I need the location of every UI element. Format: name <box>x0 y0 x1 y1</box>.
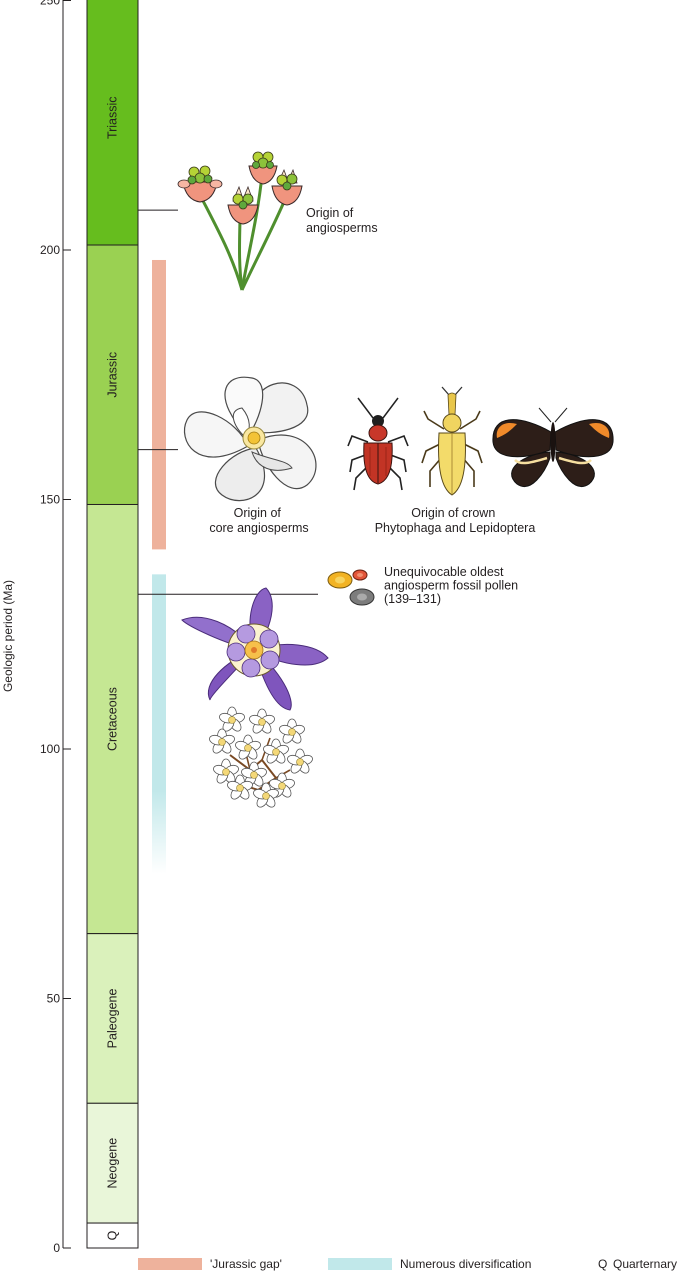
y-axis-tick-label: 50 <box>47 992 61 1006</box>
white-flower-cluster-illustration <box>208 707 314 809</box>
legend-quaternary-abbr: Q <box>598 1257 607 1271</box>
period-column: TriassicJurassicCretaceousPaleogeneNeoge… <box>87 0 138 1248</box>
period-label-triassic: Triassic <box>106 96 120 139</box>
legend-jurassic-gap-label: 'Jurassic gap' <box>210 1257 282 1271</box>
white-flower <box>208 729 236 755</box>
yellow-weevil-illustration <box>422 387 482 495</box>
y-axis-tick-label: 100 <box>40 742 60 756</box>
core-angiosperms-label: Origin of core angiosperms <box>209 506 308 535</box>
period-label-jurassic: Jurassic <box>106 352 120 398</box>
range-bars <box>152 260 166 874</box>
white-flower <box>234 735 262 761</box>
legend-diversification-swatch <box>328 1258 392 1270</box>
period-label-cretaceous: Cretaceous <box>106 687 120 751</box>
axis-title: Geologic period (Ma) <box>1 580 15 692</box>
period-label-paleogene: Paleogene <box>106 989 120 1049</box>
origin-angiosperms-label: Origin of angiosperms <box>306 206 378 235</box>
early-angiosperm-illustration <box>178 152 302 290</box>
period-label-neogene: Neogene <box>106 1138 120 1189</box>
legend-jurassic-gap-swatch <box>138 1258 202 1270</box>
core-angiosperm-flower-illustration <box>185 377 316 500</box>
legend-diversification-label: Numerous diversification <box>400 1257 531 1271</box>
diversification-bar <box>152 574 166 873</box>
fossil-pollen-label: Unequivocable oldest angiosperm fossil p… <box>384 565 522 606</box>
red-beetle-illustration <box>348 398 408 490</box>
y-axis-tick-label: 200 <box>40 243 60 257</box>
y-axis: 250 200 150 100 50 0 <box>40 0 71 1255</box>
legend-quaternary-label: Quarternary <box>613 1257 677 1271</box>
white-flower <box>278 719 306 745</box>
y-axis-tick-label: 150 <box>40 493 60 507</box>
y-axis-tick-label: 0 <box>53 1241 60 1255</box>
fossil-pollen-illustration <box>328 570 374 605</box>
white-flower <box>248 709 276 735</box>
legend: 'Jurassic gap' Numerous diversification … <box>138 1257 677 1271</box>
jurassic-gap-bar <box>152 260 166 549</box>
crown-phytophaga-label: Origin of crown Phytophaga and Lepidopte… <box>375 506 536 535</box>
purple-flower-illustration <box>182 588 328 710</box>
butterfly-illustration <box>493 408 613 487</box>
period-label-q: Q <box>106 1230 120 1240</box>
white-flower <box>286 749 314 775</box>
y-axis-tick-label: 250 <box>40 0 60 8</box>
